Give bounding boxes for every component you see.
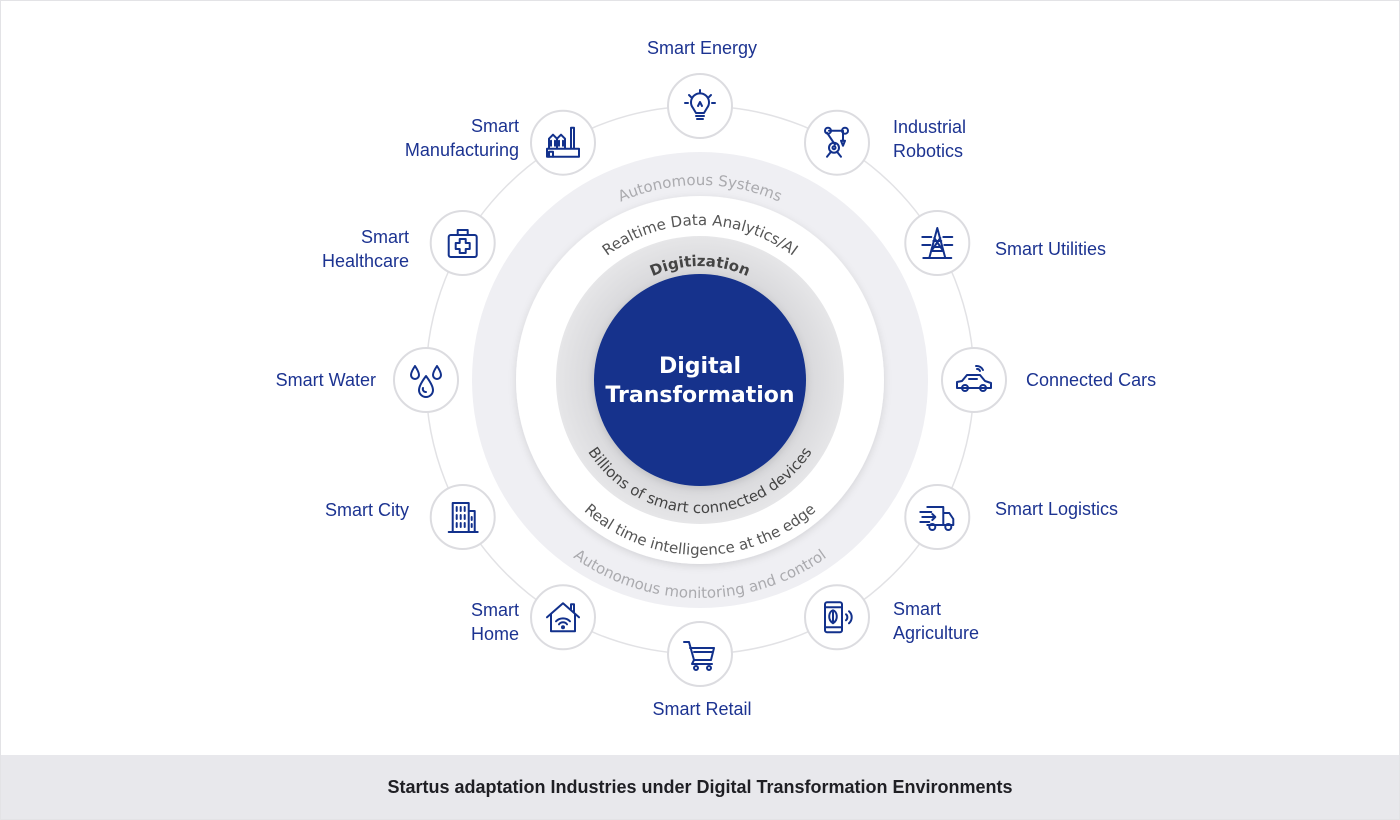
node-label-line: Agriculture xyxy=(893,623,980,643)
building-icon xyxy=(447,502,479,533)
digital-transformation-diagram: Digitization Billions of smart connected… xyxy=(393,73,1007,687)
node-label-line: Healthcare xyxy=(321,251,409,271)
node-label-line: Connected Cars xyxy=(1026,370,1157,390)
node-circle xyxy=(904,484,971,550)
center-title-line: Transformation xyxy=(605,383,795,408)
node-circle xyxy=(667,73,733,139)
node-smart-energy xyxy=(667,73,733,139)
node-industrial-robotics xyxy=(804,109,870,176)
node-smart-home xyxy=(530,584,596,651)
node-label: Smart City xyxy=(325,498,409,522)
node-label: Smart Logistics xyxy=(995,497,1118,521)
shopping-cart-icon xyxy=(683,641,715,671)
factory-icon xyxy=(546,126,580,158)
caption-text: Startus adaptation Industries under Digi… xyxy=(387,776,1013,797)
node-label-line: Smart Energy xyxy=(646,38,758,58)
medical-kit-icon xyxy=(447,229,478,258)
node-circle xyxy=(667,621,733,687)
node-smart-utilities xyxy=(904,210,971,276)
node-smart-logistics xyxy=(904,484,971,550)
node-smart-healthcare xyxy=(429,210,496,276)
node-label: Smart Water xyxy=(276,368,376,392)
node-circle xyxy=(429,484,496,550)
node-label-line: Smart City xyxy=(324,500,409,520)
node-label-line: Home xyxy=(470,624,519,644)
center-circle xyxy=(594,274,806,486)
node-label: Smart Energy xyxy=(647,36,757,60)
node-label-line: Smart xyxy=(470,116,519,136)
node-label-line: Smart xyxy=(360,227,409,247)
smart-home-icon xyxy=(546,602,580,633)
node-smart-water xyxy=(393,347,459,413)
node-smart-city xyxy=(429,484,496,550)
node-label-line: Manufacturing xyxy=(404,140,519,160)
node-circle xyxy=(429,210,496,276)
node-label-line: Smart Water xyxy=(275,370,376,390)
robot-arm-icon xyxy=(824,126,849,158)
node-label: Smart Retail xyxy=(652,697,751,721)
node-smart-manufacturing xyxy=(530,109,596,176)
node-smart-retail xyxy=(667,621,733,687)
phone-leaf-icon xyxy=(824,601,853,634)
center-title: Digital Transformation xyxy=(594,352,806,410)
node-label-line: Robotics xyxy=(893,141,964,161)
node-label-line: Smart Logistics xyxy=(995,499,1119,519)
power-tower-icon xyxy=(921,227,954,259)
node-label-line: Smart Utilities xyxy=(995,239,1107,259)
node-circle xyxy=(393,347,459,413)
node-label: Connected Cars xyxy=(1026,368,1156,392)
node-label-line: Smart xyxy=(470,600,519,620)
node-label-line: Industrial xyxy=(893,117,967,137)
footer-caption: Startus adaptation Industries under Digi… xyxy=(1,755,1399,819)
node-smart-agriculture xyxy=(804,584,870,651)
delivery-truck-icon xyxy=(919,506,955,531)
node-label-line: Smart xyxy=(893,599,942,619)
water-drops-icon xyxy=(410,365,442,398)
node-label: Smart Utilities xyxy=(995,237,1106,261)
lightbulb-icon xyxy=(684,89,716,120)
node-connected-cars xyxy=(941,347,1007,413)
node-label-line: Smart Retail xyxy=(652,699,752,719)
connected-car-icon xyxy=(956,365,992,392)
center-title-line: Digital xyxy=(659,354,741,379)
node-circle xyxy=(530,584,596,651)
